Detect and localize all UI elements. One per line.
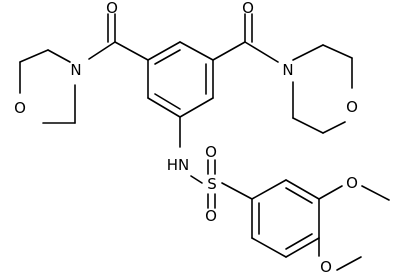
atom-label-oxygen: O	[242, 0, 254, 17]
sulfonamide-linker	[179, 116, 253, 209]
left-morpholine-ring	[19, 49, 76, 124]
right-morpholine-ring	[292, 44, 353, 134]
atom-label-oxygen: O	[346, 98, 358, 116]
bond	[318, 185, 343, 200]
bond	[212, 41, 246, 61]
bond	[292, 44, 324, 61]
bond	[336, 256, 362, 271]
bond	[292, 117, 324, 134]
bond	[114, 41, 149, 61]
bond	[147, 97, 181, 118]
atom-label-nh: HN	[167, 156, 190, 174]
right-amide-group	[212, 13, 279, 63]
bond	[47, 49, 71, 63]
bond	[147, 41, 181, 61]
atom-label-oxygen: O	[106, 0, 118, 17]
bond	[251, 237, 287, 258]
atom-label-nitrogen: N	[282, 61, 293, 79]
bond	[322, 121, 346, 134]
atom-label-oxygen: O	[320, 258, 332, 276]
bond	[179, 41, 214, 61]
aromatic-inner-bond	[285, 233, 313, 250]
bond	[251, 179, 287, 200]
dimethoxyphenyl-ring	[251, 179, 320, 258]
aromatic-inner-bond	[154, 49, 181, 65]
methoxy-groups	[318, 185, 390, 271]
bond	[19, 49, 49, 63]
left-amide-group	[88, 13, 149, 61]
bond	[285, 179, 320, 200]
atom-label-nitrogen: N	[70, 61, 81, 79]
central-benzene-ring	[147, 41, 214, 118]
aromatic-inner-bond	[285, 187, 313, 204]
atom-label-oxygen: O	[205, 143, 217, 161]
bond	[322, 44, 353, 59]
aromatic-inner-bond	[154, 93, 181, 110]
atom-labels: O O N O N O HN S O O O O	[14, 0, 358, 276]
bond	[285, 237, 320, 258]
bond	[221, 182, 253, 200]
bond	[190, 175, 203, 184]
atom-label-sulfur: S	[207, 175, 217, 193]
bond	[361, 185, 390, 201]
atom-label-oxygen: O	[14, 99, 26, 117]
bond	[244, 41, 279, 63]
atom-label-oxygen: O	[205, 207, 217, 225]
atom-label-oxygen: O	[346, 174, 358, 192]
bond	[179, 97, 214, 118]
bond	[88, 41, 116, 60]
